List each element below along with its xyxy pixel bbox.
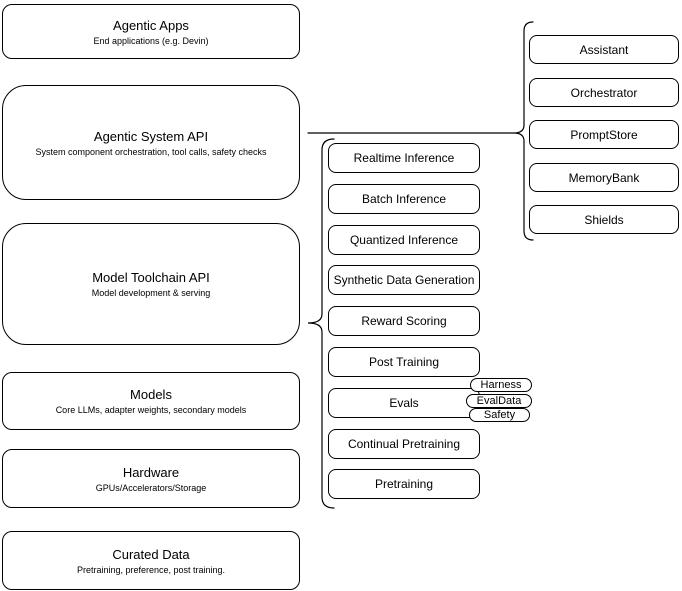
box-synthetic-data-generation-label: Synthetic Data Generation: [333, 273, 475, 287]
box-curated-data: Curated Data Pretraining, preference, po…: [2, 531, 300, 590]
box-shields: Shields: [529, 205, 679, 234]
box-assistant-label: Assistant: [579, 42, 629, 57]
box-reward-scoring: Reward Scoring: [328, 306, 480, 336]
box-evals: Evals: [328, 388, 480, 418]
box-continual-pretraining-label: Continual Pretraining: [347, 437, 461, 451]
box-memorybank: MemoryBank: [529, 163, 679, 192]
box-models-subtitle: Core LLMs, adapter weights, secondary mo…: [55, 405, 247, 415]
box-pretraining-label: Pretraining: [374, 477, 434, 491]
box-orchestrator-label: Orchestrator: [570, 85, 638, 100]
box-models-title: Models: [130, 387, 172, 402]
box-promptstore-label: PromptStore: [570, 127, 638, 142]
box-promptstore: PromptStore: [529, 120, 679, 149]
box-models: Models Core LLMs, adapter weights, secon…: [2, 372, 300, 430]
box-curated-data-subtitle: Pretraining, preference, post training.: [76, 564, 226, 575]
box-curated-data-title: Curated Data: [112, 546, 190, 562]
box-batch-inference-label: Batch Inference: [361, 192, 447, 206]
tag-safety-label: Safety: [483, 409, 516, 421]
box-agentic-apps-title: Agentic Apps: [113, 17, 189, 33]
box-pretraining: Pretraining: [328, 469, 480, 499]
box-quantized-inference: Quantized Inference: [328, 225, 480, 255]
box-hardware: Hardware GPUs/Accelerators/Storage: [2, 449, 300, 508]
box-model-toolchain-api-title: Model Toolchain API: [92, 270, 210, 285]
box-agentic-system-api-subtitle: System component orchestration, tool cal…: [35, 146, 267, 157]
box-realtime-inference: Realtime Inference: [328, 143, 480, 173]
box-reward-scoring-label: Reward Scoring: [361, 314, 447, 328]
box-model-toolchain-api-subtitle: Model development & serving: [91, 288, 211, 298]
box-agentic-apps: Agentic Apps End applications (e.g. Devi…: [2, 4, 300, 59]
box-synthetic-data-generation: Synthetic Data Generation: [328, 265, 480, 295]
box-hardware-subtitle: GPUs/Accelerators/Storage: [95, 482, 207, 493]
tag-evaldata-label: EvalData: [476, 395, 522, 407]
tag-harness-label: Harness: [480, 379, 522, 391]
box-continual-pretraining: Continual Pretraining: [328, 429, 480, 459]
box-model-toolchain-api: Model Toolchain API Model development & …: [2, 223, 300, 345]
tag-safety: Safety: [469, 408, 530, 422]
box-memorybank-label: MemoryBank: [568, 170, 640, 185]
tag-evaldata: EvalData: [466, 394, 532, 408]
box-agentic-system-api-title: Agentic System API: [93, 128, 209, 144]
box-shields-label: Shields: [584, 212, 624, 227]
box-quantized-inference-label: Quantized Inference: [349, 233, 459, 247]
box-batch-inference: Batch Inference: [328, 184, 480, 214]
tag-harness: Harness: [470, 378, 532, 392]
box-agentic-system-api: Agentic System API System component orch…: [2, 85, 300, 200]
box-post-training: Post Training: [328, 347, 480, 377]
box-realtime-inference-label: Realtime Inference: [353, 151, 455, 165]
box-hardware-title: Hardware: [122, 464, 180, 480]
box-assistant: Assistant: [529, 35, 679, 64]
box-post-training-label: Post Training: [368, 355, 440, 369]
box-orchestrator: Orchestrator: [529, 78, 679, 107]
box-agentic-apps-subtitle: End applications (e.g. Devin): [93, 35, 209, 46]
box-evals-label: Evals: [389, 396, 419, 410]
